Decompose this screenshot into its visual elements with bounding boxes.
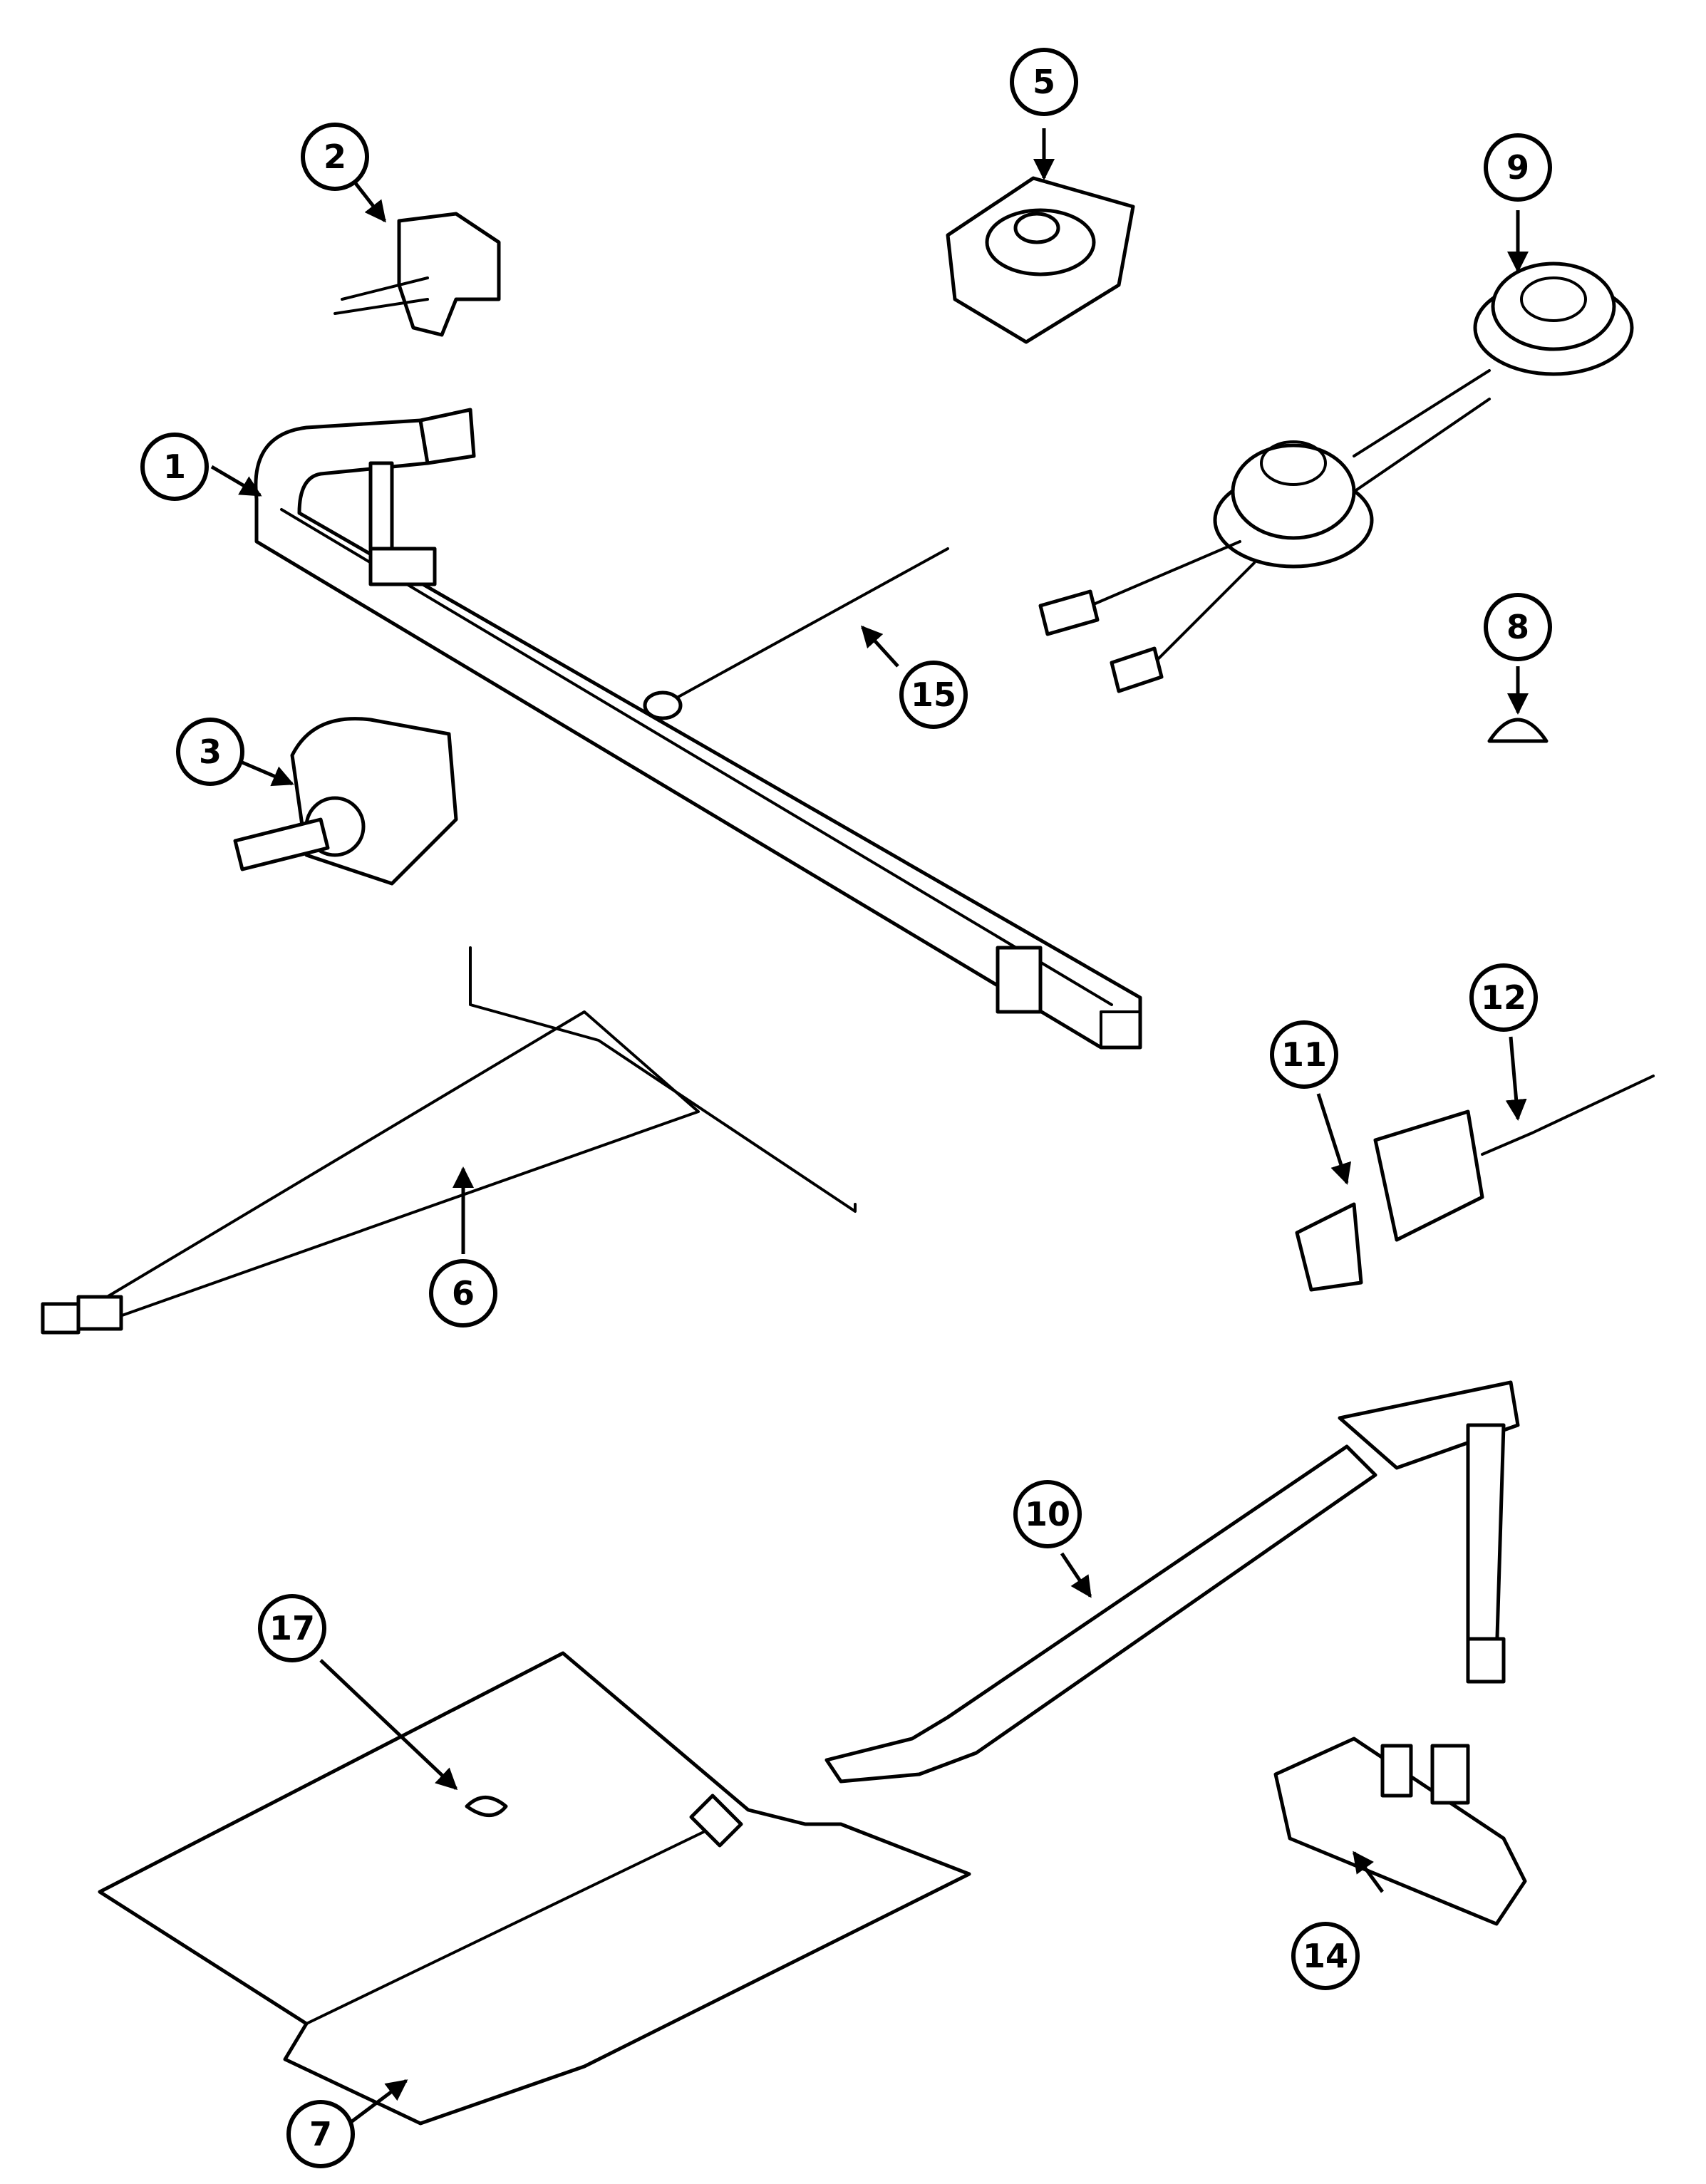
callout-10: 10 — [1013, 1480, 1082, 1548]
part-11-igniter-bracket — [1295, 1109, 1534, 1292]
callout-8: 8 — [1484, 593, 1552, 661]
callout-6: 6 — [429, 1259, 497, 1328]
part-12-wire — [1531, 1075, 1655, 1134]
part-9-burner-assembly — [1038, 262, 1634, 693]
callout-9: 9 — [1484, 133, 1552, 202]
callout-label: 14 — [1303, 1937, 1348, 1975]
part-manifold-pipe — [254, 408, 1142, 1050]
part-15-tube — [643, 547, 949, 720]
part-3-valve — [233, 717, 458, 886]
part-2-bracket — [334, 212, 501, 337]
callout-5: 5 — [1010, 48, 1078, 116]
part-10-burner-tube — [824, 1380, 1520, 1784]
callout-label: 6 — [452, 1274, 475, 1313]
callout-label: 1 — [163, 447, 186, 486]
part-17-wing-nut — [465, 1796, 508, 1817]
callout-label: 11 — [1281, 1035, 1327, 1074]
callout-17: 17 — [258, 1594, 326, 1662]
callout-2: 2 — [301, 123, 369, 191]
callout-14: 14 — [1291, 1922, 1360, 1990]
callout-label: 3 — [199, 733, 222, 771]
callout-leaders — [210, 128, 1529, 2125]
callout-1: 1 — [140, 433, 209, 501]
callout-label: 17 — [269, 1609, 315, 1647]
callout-15: 15 — [899, 661, 968, 729]
callout-label: 7 — [309, 2115, 332, 2153]
callout-label: 5 — [1033, 63, 1055, 101]
callout-label: 8 — [1506, 608, 1529, 646]
part-7-shield — [98, 1651, 971, 2126]
part-8-cap — [1487, 718, 1549, 743]
callout-12: 12 — [1469, 963, 1538, 1032]
callout-label: 9 — [1506, 148, 1529, 187]
callout-label: 10 — [1025, 1495, 1070, 1533]
callout-7: 7 — [286, 2100, 355, 2168]
callout-label: 15 — [911, 676, 956, 714]
part-14-valve — [1273, 1737, 1527, 1926]
part-5-burner-base — [946, 176, 1135, 344]
callout-label: 2 — [324, 138, 346, 176]
part-6-tubing — [41, 946, 857, 1335]
callout-11: 11 — [1270, 1020, 1338, 1089]
callout-label: 12 — [1481, 978, 1526, 1017]
callout-3: 3 — [176, 718, 244, 786]
